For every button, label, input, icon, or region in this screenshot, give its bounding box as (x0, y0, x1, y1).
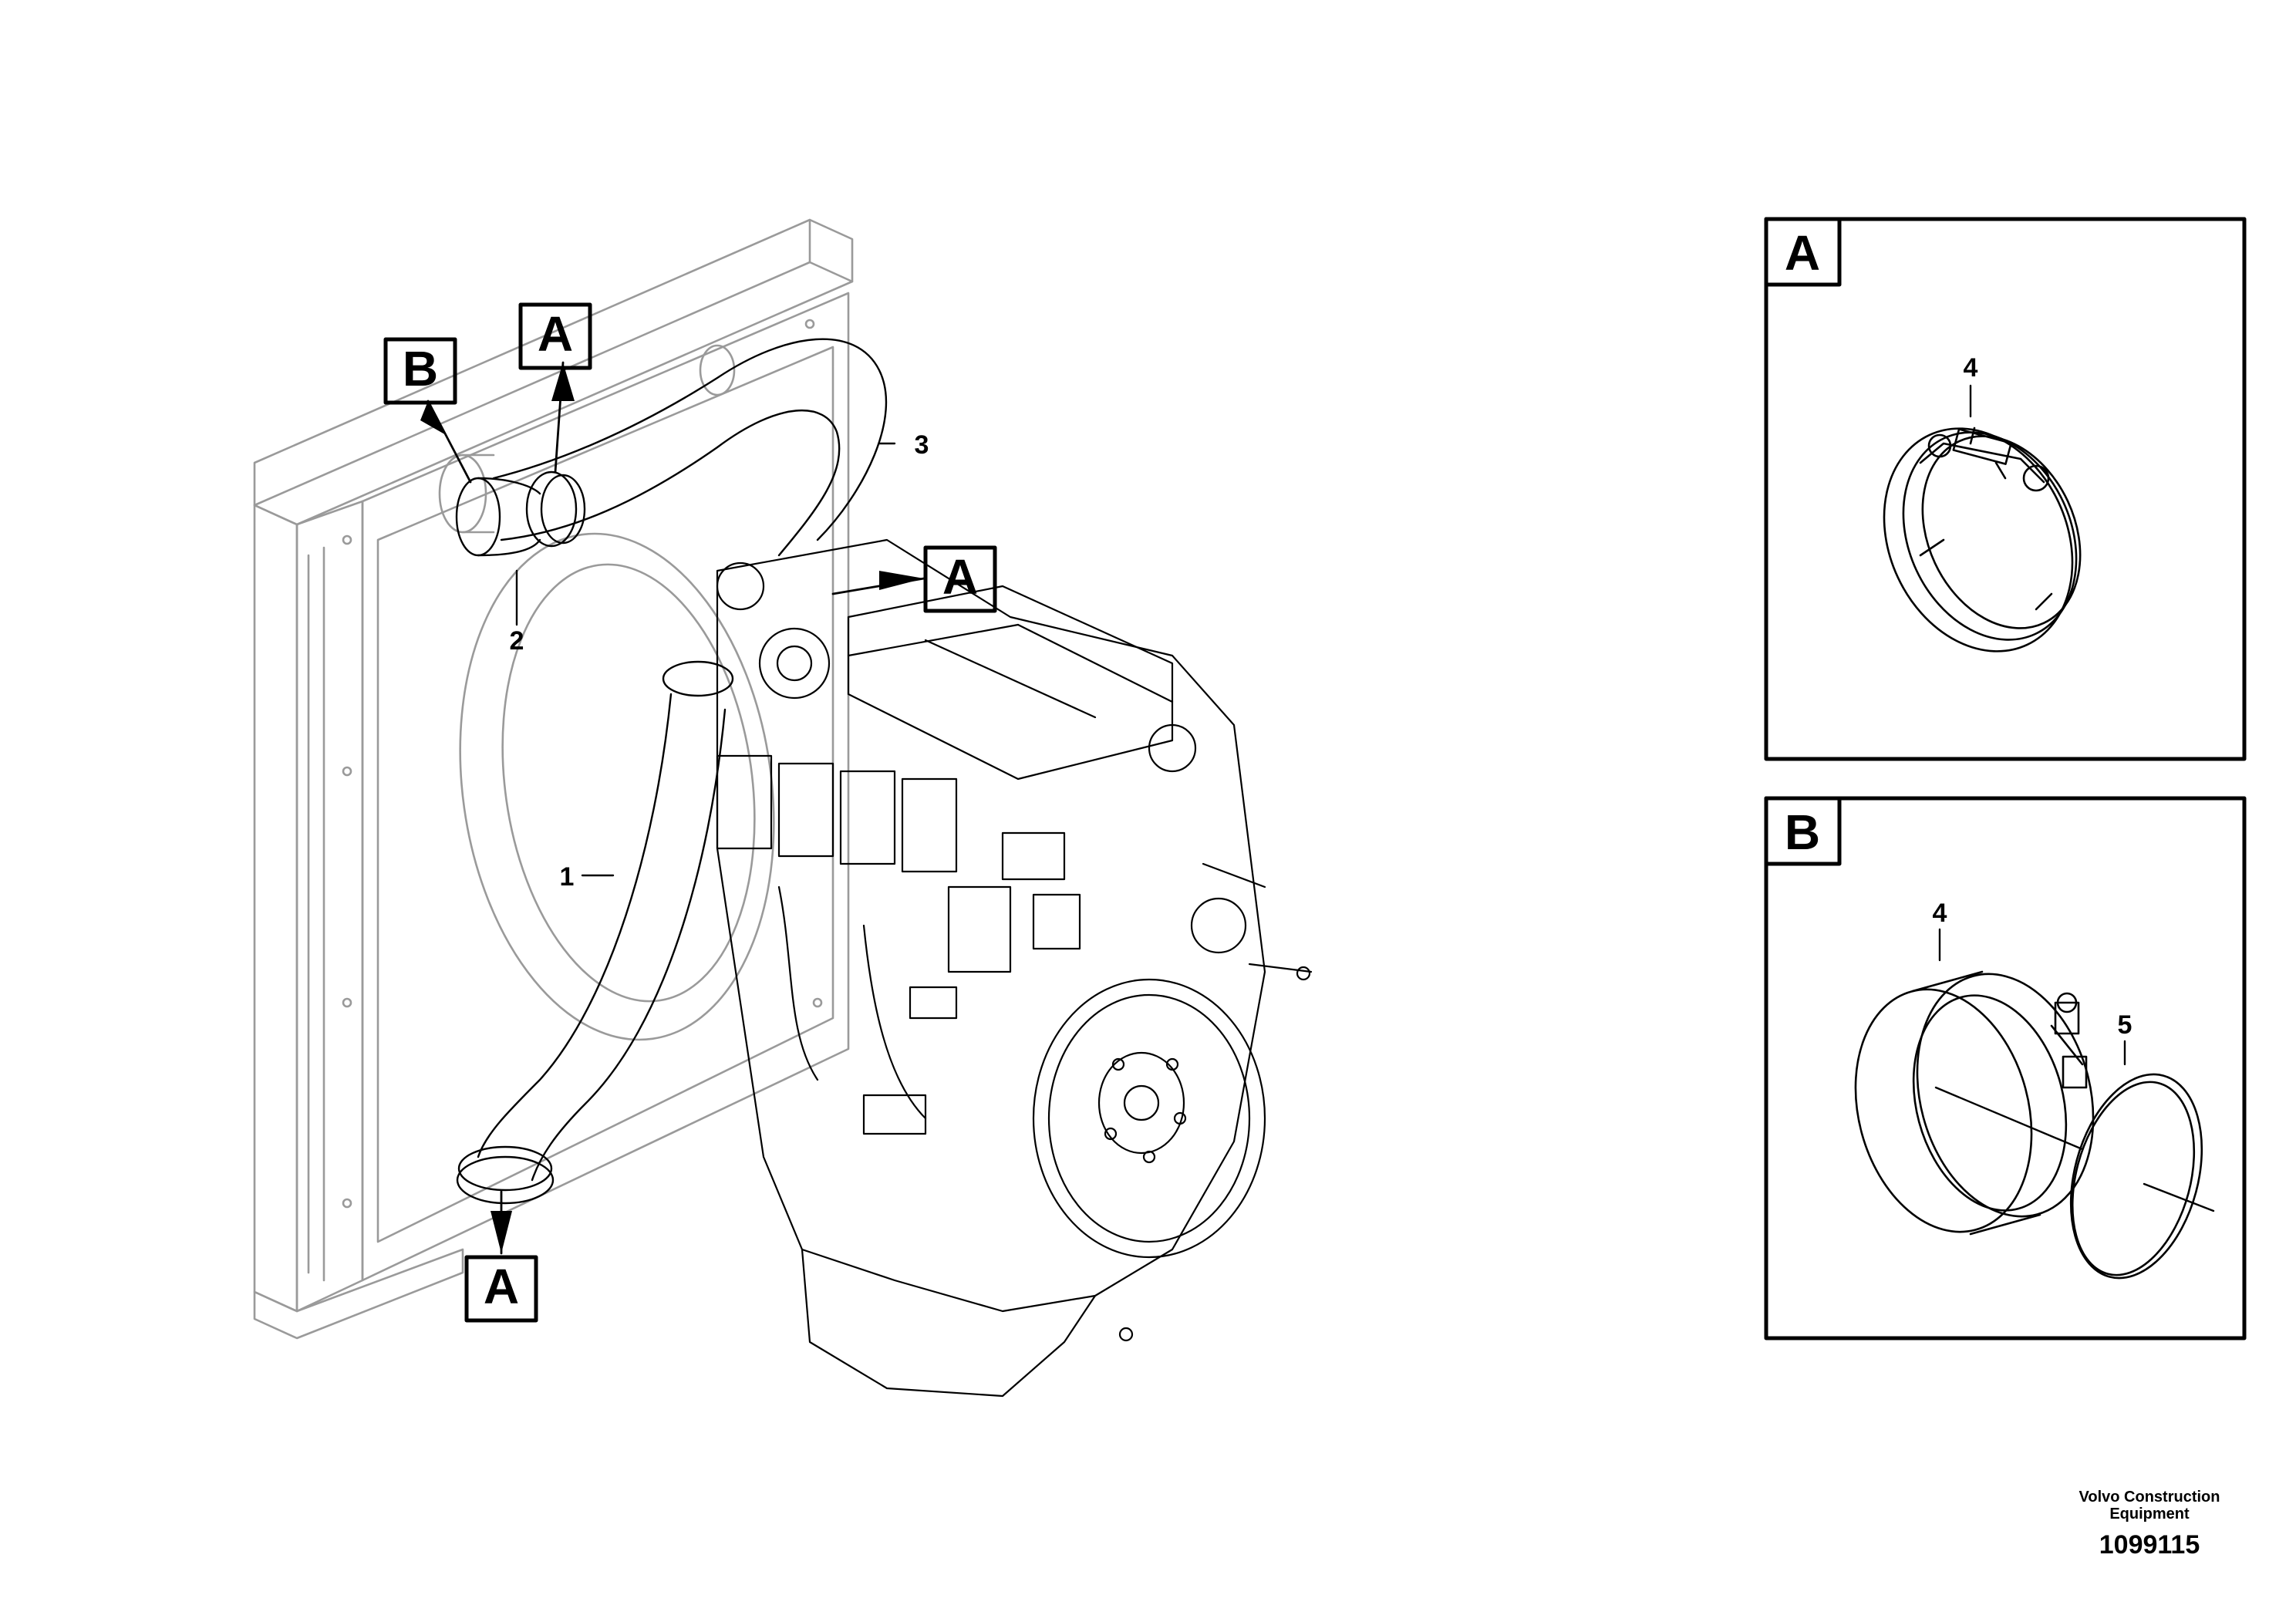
detail-b-part-number-5: 5 (2118, 1010, 2132, 1040)
part-number-3: 3 (915, 430, 929, 460)
callout-label-a-bottom: A (484, 1259, 519, 1314)
drawing-footer: Volvo Construction Equipment 1099115 (2065, 1489, 2234, 1560)
v-band-clamp-flange-icon (1854, 970, 2095, 1236)
detail-b-frame-label: B (1785, 804, 1820, 860)
detail-a-part-number-4: 4 (1964, 353, 1978, 383)
callout-label-a-top: A (538, 306, 573, 362)
part-number-2: 2 (510, 626, 524, 656)
detail-a-frame-label: A (1785, 225, 1820, 281)
charge-air-hoses (455, 338, 888, 1205)
document-number: 1099115 (2099, 1530, 2200, 1560)
v-band-clamp-icon (1883, 427, 2082, 653)
callout-label-b: B (403, 341, 438, 396)
engine-block (716, 538, 1313, 1398)
detail-b-part-number-4: 4 (1933, 899, 1947, 928)
callout-arrowheads (420, 363, 924, 1253)
part-number-1: 1 (560, 862, 575, 892)
gasket-disc-icon (2069, 1073, 2203, 1280)
radiator-assembly (253, 218, 854, 1340)
callout-label-a-right: A (942, 549, 978, 605)
detail-b-panel (1764, 796, 2247, 1340)
callout-boxes (383, 302, 997, 1323)
detail-a-panel (1764, 217, 2247, 761)
part-leaders (515, 442, 896, 877)
company-name: Volvo Construction Equipment (2079, 1489, 2220, 1523)
